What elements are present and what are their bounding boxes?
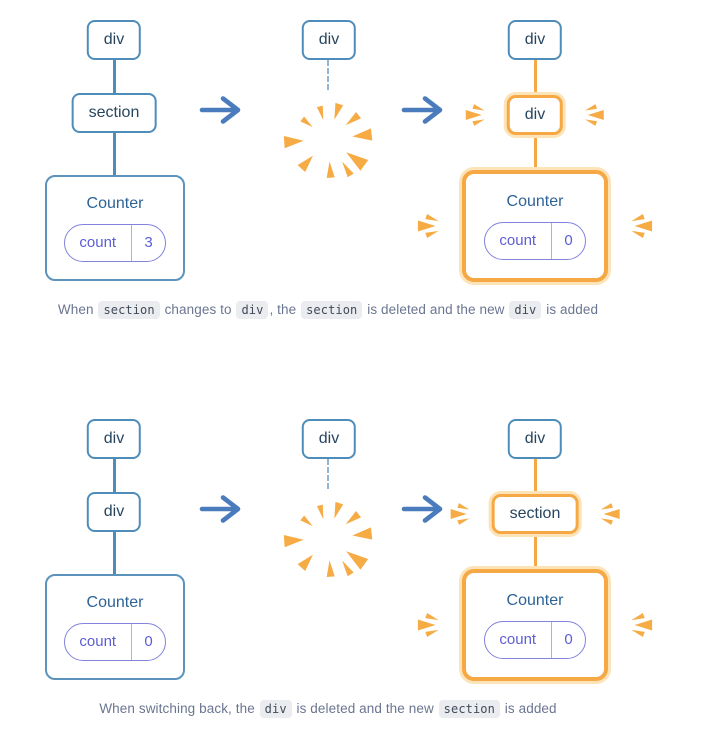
pill-divider — [130, 224, 132, 261]
counter-card-new: Counter count 0 — [462, 569, 608, 681]
pill-divider — [130, 623, 132, 660]
node-label: div — [524, 106, 546, 123]
caption-text: is added — [500, 701, 557, 716]
caption-text: is deleted and the new — [292, 701, 438, 716]
arrow-right-icon — [199, 96, 241, 124]
caption-text: When switching back, the — [99, 701, 259, 716]
state-key: count — [79, 234, 117, 251]
arrow-right-icon — [401, 96, 443, 124]
arrow-right-icon — [199, 495, 241, 523]
node-label: div — [103, 31, 125, 48]
caption-code: div — [509, 301, 542, 319]
node-label: div — [524, 430, 546, 447]
highlighted-counter-row: Counter count 0 — [408, 569, 662, 681]
caption-text: , the — [269, 302, 301, 317]
highlight-rays-icon — [450, 503, 470, 525]
caption-text: is deleted and the new — [363, 302, 509, 317]
tree-node-mid: div — [86, 492, 142, 532]
pill-divider — [550, 222, 552, 259]
counter-title: Counter — [86, 194, 144, 212]
counter-title: Counter — [86, 593, 144, 611]
highlight-rays-icon — [631, 214, 653, 238]
state-pill: count 0 — [484, 620, 586, 659]
state-key: count — [499, 232, 537, 249]
poof-burst-icon — [283, 102, 373, 179]
tree-node-root: div — [301, 20, 357, 60]
node-label: div — [318, 31, 340, 48]
state-value: 0 — [144, 633, 153, 650]
highlight-rays-icon — [631, 613, 653, 637]
caption-code: section — [438, 700, 500, 718]
caption-text: is added — [542, 302, 599, 317]
figure-caption: When switching back, the div is deleted … — [0, 700, 656, 718]
poof-burst-icon — [283, 501, 373, 578]
state-key: count — [499, 631, 537, 648]
highlighted-node-row: section — [442, 494, 629, 534]
node-label: section — [88, 104, 140, 121]
state-pill: count 0 — [484, 221, 586, 260]
tree-node-root: div — [86, 419, 142, 459]
counter-card: Counter count 3 — [45, 175, 185, 281]
highlight-rays-icon — [417, 214, 439, 238]
state-key: count — [79, 633, 117, 650]
tree-node-root: div — [507, 20, 563, 60]
state-value: 0 — [564, 232, 573, 249]
highlighted-node-row: div — [457, 95, 613, 135]
figure-div-to-section: div div Counter count 0 div div section … — [0, 399, 707, 737]
node-label: div — [524, 31, 546, 48]
counter-title: Counter — [506, 192, 564, 210]
tree-node-root: div — [507, 419, 563, 459]
state-pill: count 3 — [64, 223, 166, 262]
tree-node-root: div — [86, 20, 142, 60]
tree-node-new: div — [506, 95, 564, 135]
arrow-right-icon — [401, 495, 443, 523]
node-label: div — [103, 430, 125, 447]
caption-code: section — [98, 301, 160, 319]
highlight-rays-icon — [417, 613, 439, 637]
caption-code: div — [259, 700, 292, 718]
state-value: 0 — [564, 631, 573, 648]
tree-node-mid: section — [71, 93, 157, 133]
state-value: 3 — [144, 234, 153, 251]
node-label: section — [509, 505, 561, 522]
pill-divider — [550, 621, 552, 658]
caption-code: div — [236, 301, 269, 319]
node-label: div — [318, 430, 340, 447]
highlight-rays-icon — [585, 104, 605, 126]
counter-title: Counter — [506, 591, 564, 609]
node-label: div — [103, 503, 125, 520]
highlighted-counter-row: Counter count 0 — [408, 170, 662, 282]
figure-caption: When section changes to div, the section… — [0, 301, 656, 319]
tree-node-new: section — [491, 494, 579, 534]
caption-code: section — [301, 301, 363, 319]
tree-node-root: div — [301, 419, 357, 459]
counter-card: Counter count 0 — [45, 574, 185, 680]
caption-text: When — [57, 302, 98, 317]
highlight-rays-icon — [600, 503, 620, 525]
highlight-rays-icon — [465, 104, 485, 126]
caption-text: changes to — [160, 302, 236, 317]
dashed-connector — [327, 60, 329, 90]
counter-card-new: Counter count 0 — [462, 170, 608, 282]
figure-section-to-div: div section Counter count 3 div div div … — [0, 20, 662, 319]
dashed-connector — [327, 459, 329, 489]
state-pill: count 0 — [64, 622, 166, 661]
